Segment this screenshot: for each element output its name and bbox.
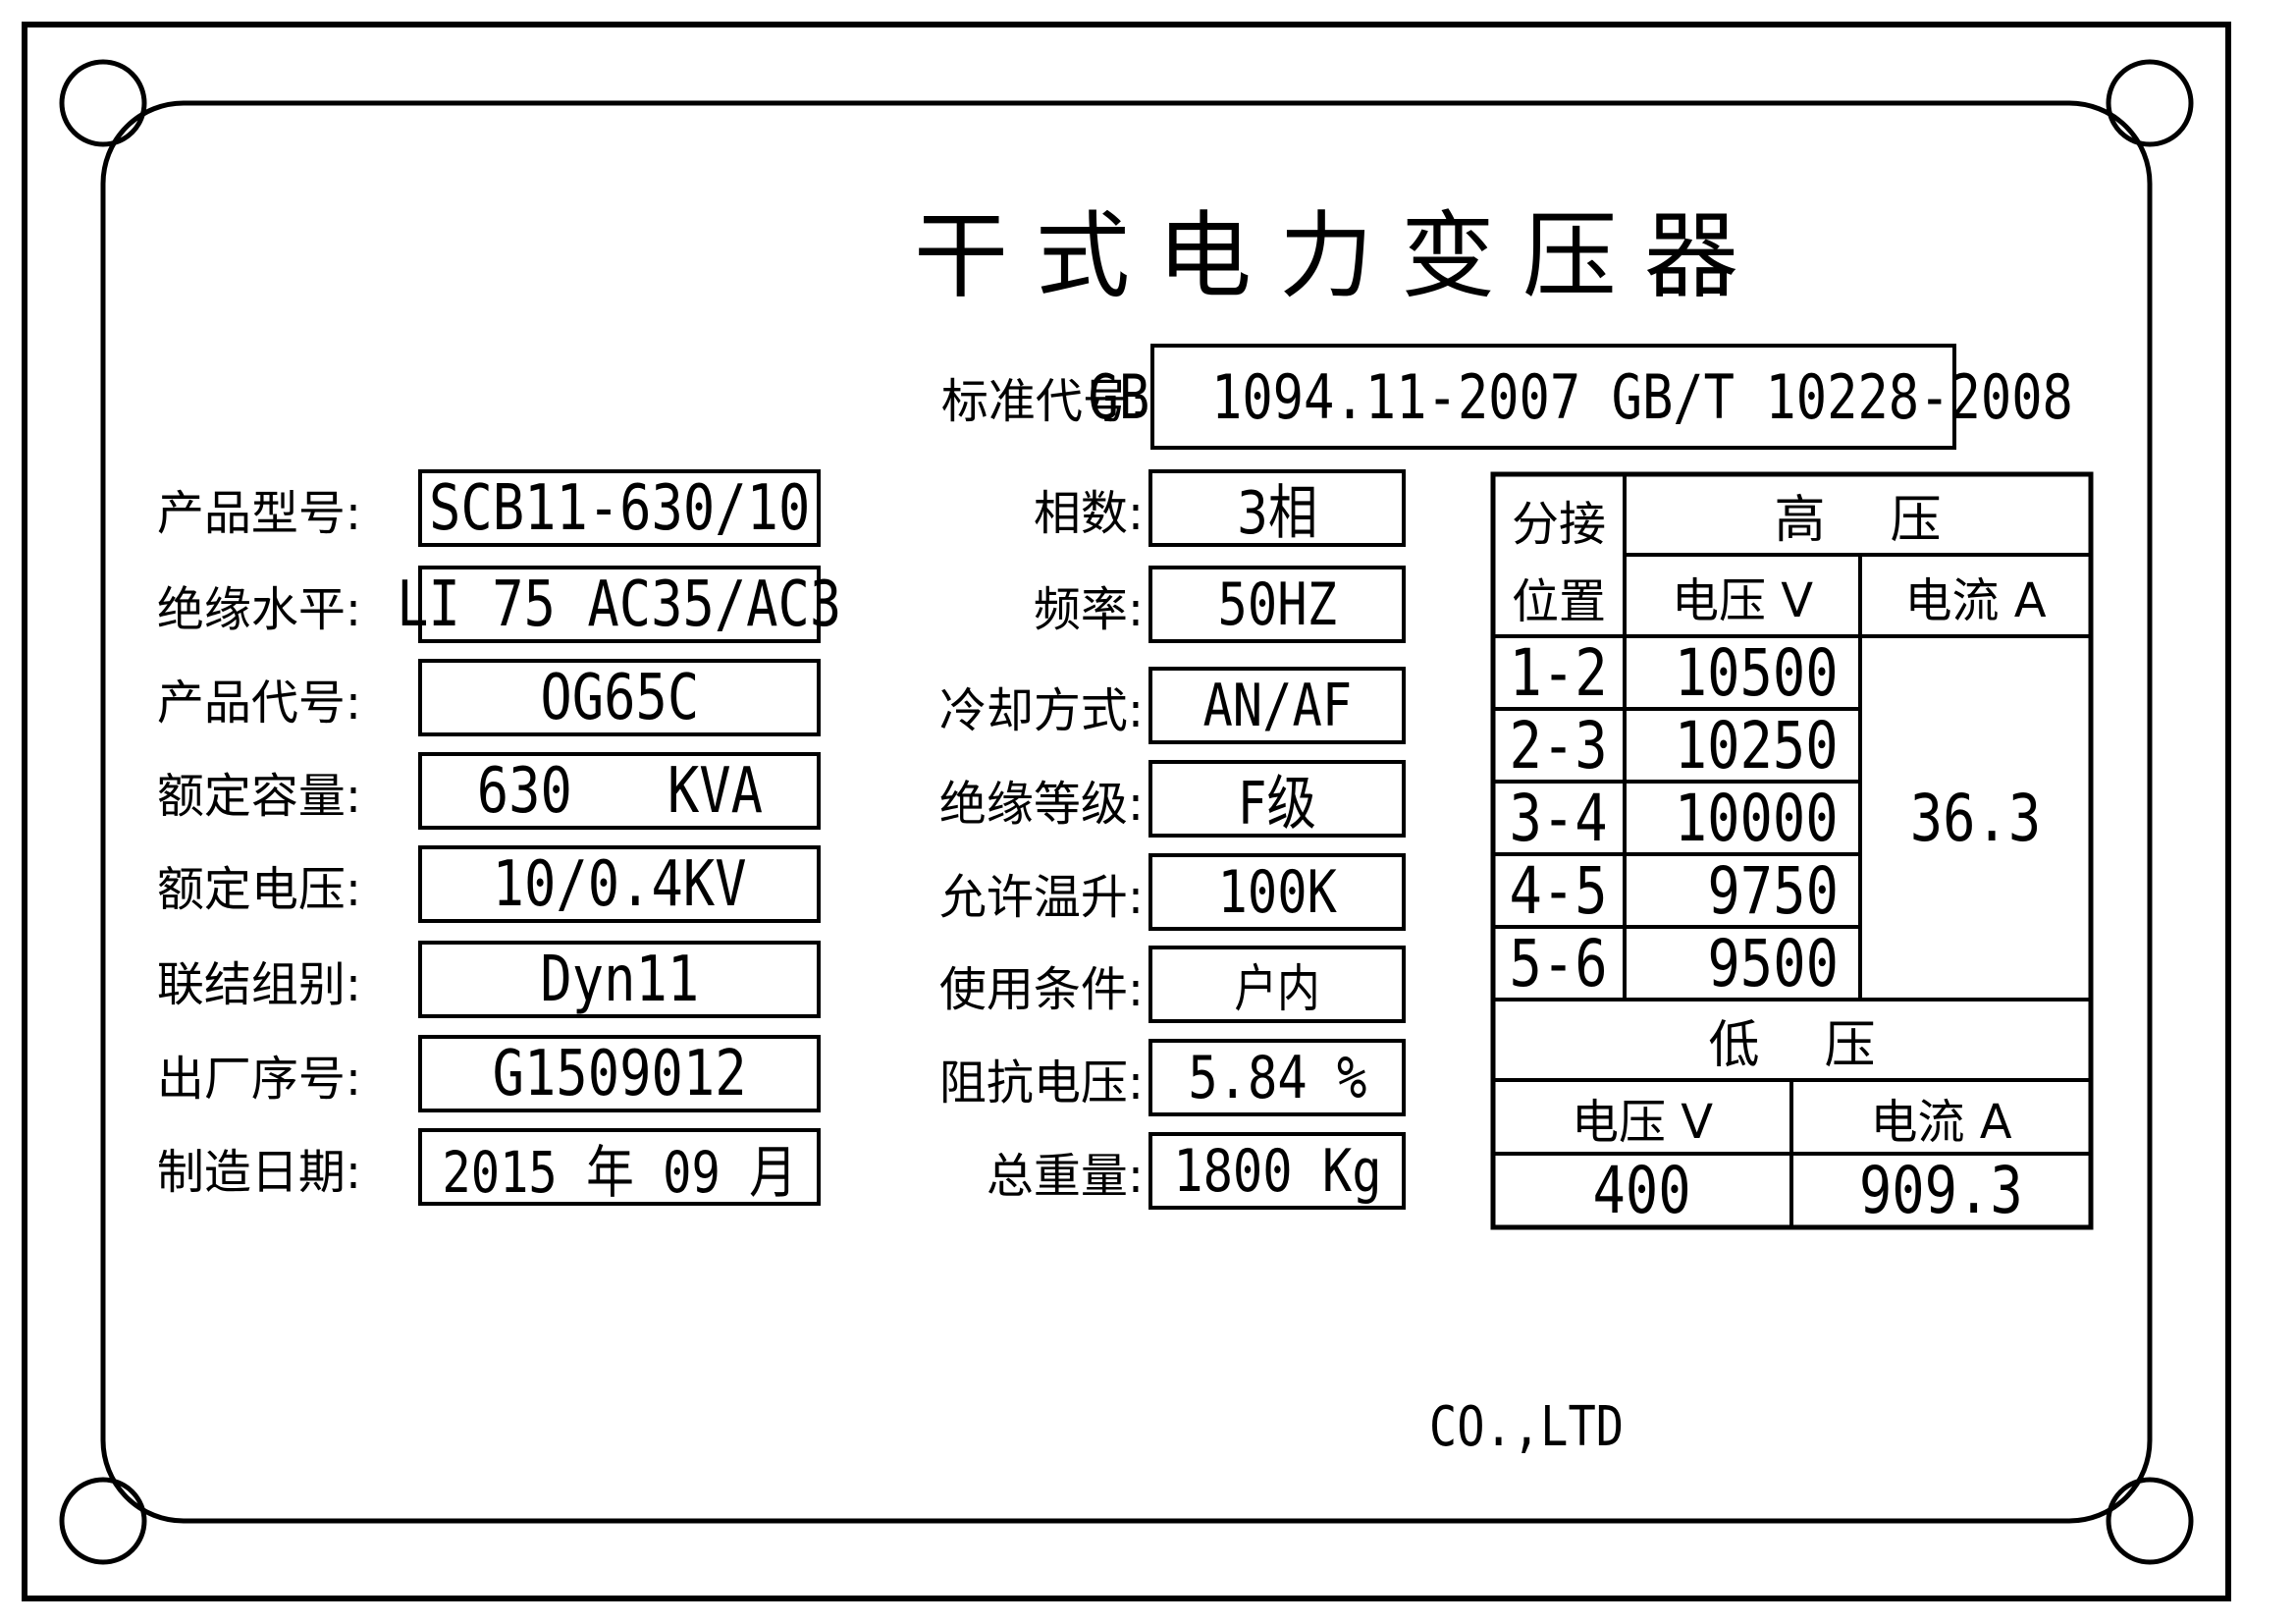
field-label-total-weight: 总重量: bbox=[986, 1148, 1144, 1204]
field-label-temp-rise: 允许温升: bbox=[938, 869, 1144, 925]
field-value-service-condition: 户内 bbox=[1234, 960, 1320, 1019]
field-box bbox=[418, 566, 821, 643]
field-box bbox=[418, 1128, 821, 1206]
hv-section-header: 高 压 bbox=[1774, 490, 1942, 550]
hv-voltage-cell: 10250 bbox=[1675, 707, 1839, 784]
tap-cell: 3-4 bbox=[1509, 780, 1609, 856]
field-label-rated-voltage: 额定电压: bbox=[156, 861, 361, 917]
tap-position-header-line1: 分接 bbox=[1511, 497, 1606, 552]
field-box bbox=[418, 752, 821, 830]
lv-voltage-column-header: 电压 V bbox=[1571, 1094, 1714, 1150]
lv-current-cell: 909.3 bbox=[1859, 1153, 2023, 1228]
hv-voltage-cell: 9750 bbox=[1707, 852, 1839, 929]
field-box bbox=[418, 469, 821, 547]
tap-position-header-line2: 位置 bbox=[1511, 574, 1606, 629]
field-box bbox=[1148, 760, 1406, 838]
mounting-hole-top-left bbox=[59, 59, 147, 147]
field-value-insulation-level: LI 75 AC35/AC3 bbox=[397, 568, 842, 641]
hv-voltage-cell: 9500 bbox=[1707, 925, 1839, 1001]
field-value-insulation-class: F级 bbox=[1238, 770, 1316, 839]
page-title: 干式电力变压器 bbox=[914, 201, 1766, 311]
mounting-hole-top-right bbox=[2106, 59, 2194, 147]
field-value-rated-voltage: 10/0.4KV bbox=[492, 847, 747, 921]
field-label-cooling-method: 冷却方式: bbox=[938, 682, 1144, 738]
field-value-frequency: 50HZ bbox=[1217, 569, 1337, 639]
field-value-impedance-voltage: 5.84 % bbox=[1187, 1043, 1367, 1112]
field-label-insulation-level: 绝缘水平: bbox=[156, 581, 361, 637]
field-box bbox=[1148, 469, 1406, 547]
field-value-cooling-method: AN/AF bbox=[1202, 671, 1352, 740]
field-value-temp-rise: 100K bbox=[1217, 857, 1337, 927]
field-value-total-weight: 1800 Kg bbox=[1172, 1136, 1382, 1206]
field-box bbox=[1148, 946, 1406, 1023]
tap-cell: 1-2 bbox=[1509, 634, 1609, 711]
field-label-impedance-voltage: 阻抗电压: bbox=[938, 1055, 1144, 1110]
hv-voltage-cell: 10500 bbox=[1675, 634, 1839, 711]
hv-current-cell: 36.3 bbox=[1909, 780, 2042, 856]
field-label-phases: 相数: bbox=[1033, 485, 1144, 541]
field-label-rated-capacity: 额定容量: bbox=[156, 768, 361, 824]
field-label-serial-number: 出厂序号: bbox=[156, 1051, 361, 1107]
standard-code-value: GB 1094.11-2007 GB/T 10228-2008 bbox=[1088, 360, 2073, 433]
tap-cell: 5-6 bbox=[1509, 925, 1609, 1001]
lv-section-header: 低 压 bbox=[1708, 1015, 1876, 1075]
field-value-product-code: OG65C bbox=[540, 661, 699, 734]
field-label-insulation-class: 绝缘等级: bbox=[938, 776, 1144, 832]
lv-voltage-cell: 400 bbox=[1592, 1153, 1692, 1228]
field-box bbox=[1148, 853, 1406, 931]
mounting-hole-bottom-right bbox=[2106, 1477, 2194, 1565]
field-box bbox=[1148, 566, 1406, 643]
field-box bbox=[418, 845, 821, 923]
field-label-service-condition: 使用条件: bbox=[938, 961, 1144, 1017]
field-label-frequency: 频率: bbox=[1033, 581, 1144, 637]
outer-border bbox=[22, 22, 2231, 1601]
field-box bbox=[418, 941, 821, 1018]
field-value-product-model: SCB11-630/10 bbox=[428, 471, 811, 545]
company-name-suffix: CO.,LTD bbox=[1428, 1394, 1625, 1459]
field-label-product-code: 产品代号: bbox=[156, 675, 361, 731]
hv-voltage-cell: 10000 bbox=[1675, 780, 1839, 856]
field-value-rated-capacity: 630 KVA bbox=[476, 754, 763, 828]
field-box bbox=[1148, 667, 1406, 744]
field-value-vector-group: Dyn11 bbox=[540, 943, 699, 1016]
hv-voltage-column-header: 电压 V bbox=[1671, 572, 1814, 628]
field-value-serial-number: G1509012 bbox=[492, 1037, 747, 1110]
tap-cell: 2-3 bbox=[1509, 707, 1609, 784]
standard-code-label: 标准代号: bbox=[940, 374, 1146, 429]
field-label-product-model: 产品型号: bbox=[156, 485, 361, 541]
tap-cell: 4-5 bbox=[1509, 852, 1609, 929]
field-box bbox=[418, 1035, 821, 1112]
field-label-vector-group: 联结组别: bbox=[156, 956, 361, 1012]
field-label-manufacture-date: 制造日期: bbox=[156, 1144, 361, 1200]
hv-current-column-header: 电流 A bbox=[1904, 572, 2047, 628]
field-box bbox=[1148, 1132, 1406, 1210]
standard-code-box bbox=[1150, 344, 1956, 450]
field-box bbox=[418, 659, 821, 736]
field-box bbox=[1148, 1039, 1406, 1116]
field-value-manufacture-date: 2015 年 09 月 bbox=[442, 1138, 797, 1206]
field-value-phases: 3相 bbox=[1236, 479, 1318, 548]
mounting-hole-bottom-left bbox=[59, 1477, 147, 1565]
lv-current-column-header: 电流 A bbox=[1870, 1094, 2012, 1150]
